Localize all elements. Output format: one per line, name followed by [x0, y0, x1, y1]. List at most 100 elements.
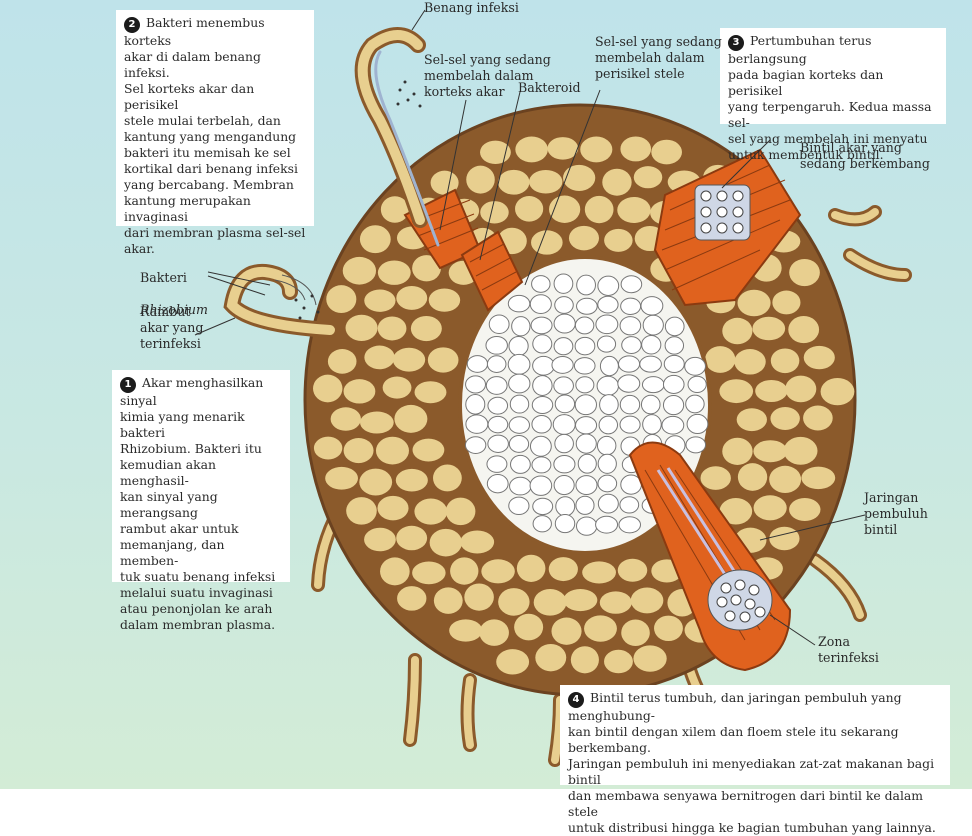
cortex-cell [600, 591, 632, 613]
stele-cell [487, 456, 507, 473]
cortex-cell [753, 440, 787, 462]
cortex-cell [563, 165, 595, 191]
cortex-cell [394, 405, 427, 433]
cortex-cell [771, 348, 800, 373]
cortex-cell [719, 379, 753, 403]
cortex-cell [784, 437, 818, 465]
cortex-cell [804, 346, 835, 369]
stele-cell [556, 497, 575, 516]
cortex-cell [821, 378, 855, 405]
cortex-cell [535, 644, 566, 671]
cortex-cell [651, 140, 682, 165]
stele-cell [600, 395, 619, 415]
stele-cell [596, 516, 618, 533]
cortex-cell [326, 285, 356, 313]
step-number-badge: 3 [728, 35, 744, 51]
stele-cell [665, 317, 684, 336]
cortex-cell [381, 196, 409, 223]
cortex-cell [531, 230, 563, 254]
cortex-cell [413, 439, 445, 462]
stele-cell [576, 496, 594, 514]
stele-cell [597, 436, 615, 455]
step-4-text: Bintil terus tumbuh, dan jaringan pembul… [568, 690, 936, 835]
stele-cell [530, 476, 552, 495]
cortex-cell [617, 197, 650, 223]
cortex-cell [621, 620, 650, 646]
stele-cell [533, 356, 555, 375]
stele-cell [620, 416, 640, 433]
stele-cell [622, 337, 641, 354]
cortex-cell [433, 465, 462, 492]
stele-cell [686, 395, 704, 413]
cortex-cell [498, 588, 529, 616]
stele-cell [596, 315, 618, 334]
cortex-cell [604, 650, 633, 673]
stele-cell [597, 376, 618, 395]
stele-cell [687, 414, 708, 433]
label-rambut-akar: Rambut akar yang terinfeksi [140, 304, 203, 352]
stele-cell [533, 516, 551, 532]
cortex-cell [411, 316, 442, 341]
cortex-cell [705, 346, 735, 373]
cortex-cell [396, 526, 427, 550]
cortex-cell [360, 225, 391, 253]
stele-cell [555, 434, 574, 452]
cortex-cell [602, 169, 631, 196]
step-number-badge: 2 [124, 17, 140, 33]
stele-cell [597, 336, 615, 352]
cortex-cell [569, 226, 599, 251]
stele-cell [531, 317, 552, 334]
cortex-cell [701, 466, 731, 490]
stele-cell [512, 317, 530, 336]
cortex-cell [584, 615, 617, 641]
stele-cell [554, 476, 574, 495]
stele-cell [620, 497, 639, 513]
cortex-cell [633, 645, 666, 671]
stele-cell [530, 295, 551, 314]
stele-cell [532, 397, 552, 414]
stele-cell [578, 454, 596, 473]
stele-cell [532, 276, 550, 293]
stele-cell [642, 335, 661, 354]
diagram-canvas: 2Bakteri menembus korteks akar di dalam … [0, 0, 972, 789]
cortex-cell [789, 498, 820, 521]
stele-cell [466, 415, 488, 434]
cortex-cell [430, 529, 462, 557]
stele-cell [688, 376, 706, 392]
stele-cell [577, 298, 598, 314]
cortex-cell [393, 348, 425, 372]
stele-cell [509, 336, 528, 355]
label-jaringan-pembuluh: Jaringan pembuluh bintil [864, 490, 928, 538]
stele-cell [486, 336, 507, 354]
stele-cell [598, 276, 619, 295]
cortex-cell [769, 466, 801, 493]
cortex-cell [529, 170, 562, 194]
stele-cell [598, 494, 618, 513]
stele-cell [555, 395, 574, 413]
cortex-cell [415, 381, 447, 403]
cortex-cell [412, 562, 445, 585]
stele-cell [662, 416, 684, 434]
label-sel-perisikel: Sel-sel yang sedang membelah dalam peris… [595, 34, 722, 82]
stele-cell [642, 377, 664, 393]
cortex-cell [585, 196, 614, 223]
cortex-cell [785, 376, 816, 403]
stele-cell [576, 377, 594, 393]
stele-cell [685, 357, 706, 375]
stele-cell [466, 376, 486, 393]
stele-cell [598, 454, 616, 473]
stele-cell [488, 416, 508, 432]
cortex-cell [397, 586, 426, 611]
stele-cell [511, 455, 531, 473]
cortex-cell [498, 170, 530, 195]
cortex-cell [314, 437, 342, 460]
stele-cell [620, 317, 641, 335]
cortex-cell [571, 646, 599, 673]
cortex-cell [618, 559, 647, 582]
stele-cell [465, 437, 485, 454]
cortex-cell [479, 619, 508, 646]
cortex-cell [377, 496, 408, 520]
stele-cell [533, 498, 553, 514]
cortex-cell [346, 497, 377, 525]
